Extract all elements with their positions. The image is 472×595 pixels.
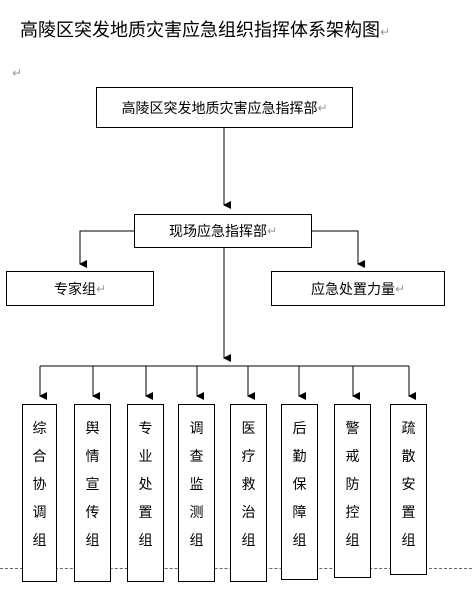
site-command-label: 现场应急指挥部 [168,224,267,240]
group-label-4: 调查监测组 [189,421,204,549]
group-node-5: 医疗救治组 [230,404,267,582]
group-label-6: 后勤保障组 [292,421,307,549]
top-command-label: 高陵区突发地质灾害应急指挥部 [121,100,318,117]
title-text: 高陵区突发地质灾害应急组织指挥体系架构图 [20,20,380,41]
paragraph-mark-icon: ↵ [394,281,406,296]
group-label-8: 疏散安置组 [401,421,416,549]
group-label-3: 专业处置组 [138,421,153,549]
group-node-2: 舆情宣传组 [74,404,111,582]
response-force-node: 应急处置力量↵ [271,271,445,306]
group-node-3: 专业处置组 [127,404,164,582]
group-label-2: 舆情宣传组 [85,421,100,549]
connector-site-expert [79,230,134,268]
group-node-6: 后勤保障组 [281,404,318,580]
paragraph-mark-icon: ↵ [266,224,278,238]
paragraph-mark-icon: ↵ [317,100,328,115]
site-command-node: 现场应急指挥部↵ [134,214,312,248]
response-force-label: 应急处置力量 [310,281,395,298]
group-node-8: 疏散安置组 [390,404,427,575]
group-node-7: 警戒防控组 [334,404,371,578]
paragraph-mark-icon: ↵ [12,66,23,80]
group-label-1: 综合协调组 [32,421,47,549]
page-title: 高陵区突发地质灾害应急组织指挥体系架构图↵ [20,16,390,42]
group-node-1: 综合协调组 [22,404,57,582]
expert-group-label: 专家组 [53,281,96,298]
group-node-4: 调查监测组 [178,404,215,582]
group-label-7: 警戒防控组 [345,421,360,549]
top-command-node: 高陵区突发地质灾害应急指挥部↵ [96,87,353,128]
expert-group-node: 专家组↵ [6,271,154,306]
connector-site-force [312,230,365,268]
paragraph-mark-icon: ↵ [95,281,107,296]
paragraph-mark-icon: ↵ [380,25,391,39]
group-label-5: 医疗救治组 [241,421,256,549]
